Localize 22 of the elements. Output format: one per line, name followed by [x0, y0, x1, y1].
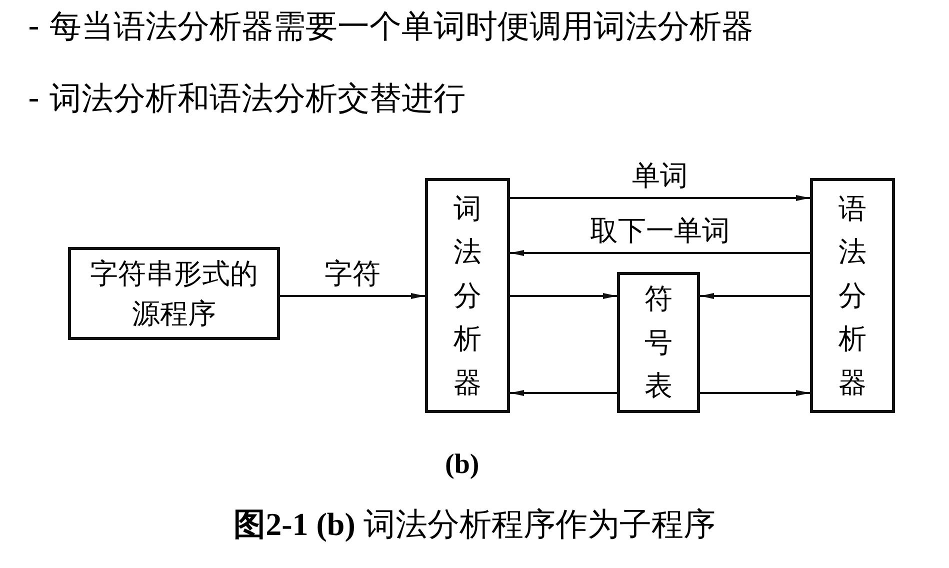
process-box: [810, 178, 895, 413]
arrow: [510, 390, 617, 396]
bullet-text: - 词法分析和语法分析交替进行: [28, 78, 466, 118]
process-box: [68, 247, 280, 340]
arrow: [700, 293, 810, 299]
edge-label: 取下一单词: [590, 215, 730, 247]
process-box: [617, 272, 700, 413]
arrow: [510, 293, 617, 299]
process-box: [425, 178, 510, 413]
node-label: 语法分析器: [838, 191, 866, 401]
bullet-text: - 每当语法分析器需要一个单词时便调用词法分析器: [28, 6, 754, 46]
arrow: [510, 250, 810, 256]
node-label: 符号表: [644, 281, 672, 404]
node-label: 词法分析器: [454, 191, 482, 401]
figure-label: (b): [445, 448, 480, 482]
node-label: 字符串形式的源程序: [89, 256, 259, 332]
caption: 图2-1 (b) 词法分析程序作为子程序: [232, 505, 716, 544]
edge-label: 字符: [324, 258, 380, 290]
arrow: [510, 195, 810, 201]
arrow: [280, 293, 425, 299]
edge-label: 单词: [632, 160, 688, 192]
arrow: [700, 390, 810, 396]
